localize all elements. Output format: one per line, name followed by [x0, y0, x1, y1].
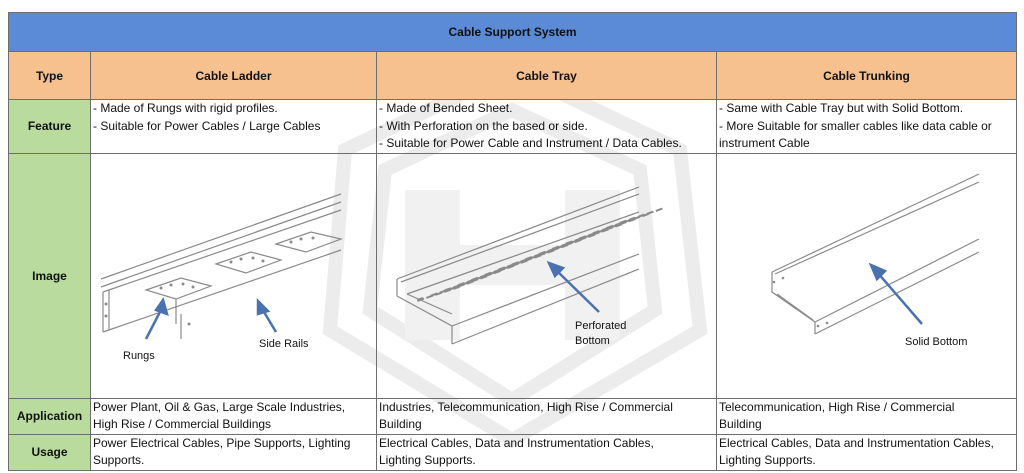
- usage-tray-line: Lighting Supports.: [379, 453, 476, 467]
- application-ladder: Power Plant, Oil & Gas, Large Scale Indu…: [90, 397, 377, 435]
- label-rungs: Rungs: [123, 349, 155, 362]
- usage-trunking-line: Lighting Supports.: [719, 453, 816, 467]
- perforation-slot: [466, 279, 474, 285]
- label-solid-bottom: Solid Bottom: [905, 335, 968, 348]
- perforation-slot: [615, 222, 623, 227]
- perforation-slot: [655, 207, 663, 212]
- feature-trunking-line: instrument Cable: [719, 136, 810, 150]
- usage-ladder-line: Supports.: [93, 453, 145, 467]
- usage-trunking: Electrical Cables, Data and Instrumentat…: [715, 433, 1018, 471]
- perforation-slot: [479, 274, 488, 279]
- application-trunking: Telecommunication, High Rise / Commercia…: [715, 397, 1018, 435]
- row-label-image: Image: [8, 152, 91, 399]
- cable-tray-image: Perforated Bottom: [376, 152, 717, 399]
- cable-trunking-image: Solid Bottom: [715, 152, 1018, 399]
- feature-trunking-line: - More Suitable for smaller cables like …: [719, 118, 992, 133]
- perforation-slot: [561, 243, 569, 248]
- cable-tray-drawing: [396, 185, 663, 345]
- row-label-usage: Usage: [8, 433, 91, 471]
- perforation-slot: [435, 291, 443, 296]
- label-bottom: Bottom: [575, 334, 610, 347]
- application-tray-line: Industries, Telecommunication, High Rise…: [379, 399, 673, 414]
- cable-ladder-image: Rungs Side Rails: [90, 152, 377, 399]
- feature-tray-line: - Made of Bended Sheet.: [379, 101, 513, 115]
- row-label-application: Application: [8, 397, 91, 435]
- table-title: Cable Support System: [7, 12, 1018, 52]
- feature-tray-line: - With Perforation on the based or side.: [379, 118, 588, 133]
- perforation-slot: [507, 264, 515, 269]
- cable-trunking-drawing: [771, 172, 980, 335]
- usage-ladder-line: Power Electrical Cables, Pipe Supports, …: [93, 435, 351, 450]
- perforation-slot: [642, 212, 650, 217]
- feature-trunking-line: - Same with Cable Tray but with Solid Bo…: [719, 101, 964, 115]
- perforation-slot: [417, 297, 425, 302]
- usage-trunking-line: Electrical Cables, Data and Instrumentat…: [719, 435, 994, 450]
- feature-ladder-line: - Suitable for Power Cables / Large Cabl…: [93, 118, 321, 133]
- feature-trunking: - Same with Cable Tray but with Solid Bo…: [715, 99, 1018, 154]
- feature-ladder-line: - Made of Rungs with rigid profiles.: [93, 101, 278, 115]
- perforation-slot: [534, 253, 542, 259]
- perforation-slot: [574, 238, 582, 243]
- application-ladder-line: Power Plant, Oil & Gas, Large Scale Indu…: [93, 399, 346, 414]
- tray-perforations: [417, 207, 663, 302]
- application-trunking-line: Building: [719, 417, 762, 431]
- row-label-feature: Feature: [8, 99, 91, 154]
- header-type: Type: [8, 51, 91, 100]
- header-cable-trunking: Cable Trunking: [715, 51, 1018, 100]
- perforation-slot: [453, 285, 461, 290]
- perforation-slot: [426, 294, 434, 299]
- perforation-slot: [444, 288, 452, 293]
- usage-ladder: Power Electrical Cables, Pipe Supports, …: [90, 433, 377, 471]
- perforation-slot: [601, 227, 609, 233]
- application-tray: Industries, Telecommunication, High Rise…: [376, 397, 717, 435]
- label-side-rails: Side Rails: [259, 337, 309, 350]
- label-perforated: Perforated: [575, 319, 627, 332]
- header-cable-ladder: Cable Ladder: [90, 51, 377, 100]
- perforation-slot: [628, 217, 636, 222]
- feature-tray-line: - Suitable for Power Cable and Instrumen…: [379, 136, 682, 150]
- cable-support-table: Cable Support System Type Cable Ladder C…: [7, 12, 1018, 471]
- usage-tray: Electrical Cables, Data and Instrumentat…: [376, 433, 717, 471]
- perforation-slot: [520, 259, 528, 264]
- usage-tray-line: Electrical Cables, Data and Instrumentat…: [379, 435, 654, 450]
- feature-ladder: - Made of Rungs with rigid profiles. - S…: [90, 99, 377, 154]
- application-tray-line: Building: [379, 417, 422, 431]
- application-ladder-line: High Rise / Commercial Buildings: [93, 417, 272, 431]
- perforation-slot: [547, 248, 555, 253]
- feature-tray: - Made of Bended Sheet. - With Perforati…: [376, 99, 717, 154]
- perforation-slot: [493, 269, 501, 274]
- header-cable-tray: Cable Tray: [376, 51, 717, 100]
- perforation-slot: [588, 233, 596, 238]
- cable-ladder-drawing: [100, 192, 344, 340]
- application-trunking-line: Telecommunication, High Rise / Commercia…: [719, 399, 955, 414]
